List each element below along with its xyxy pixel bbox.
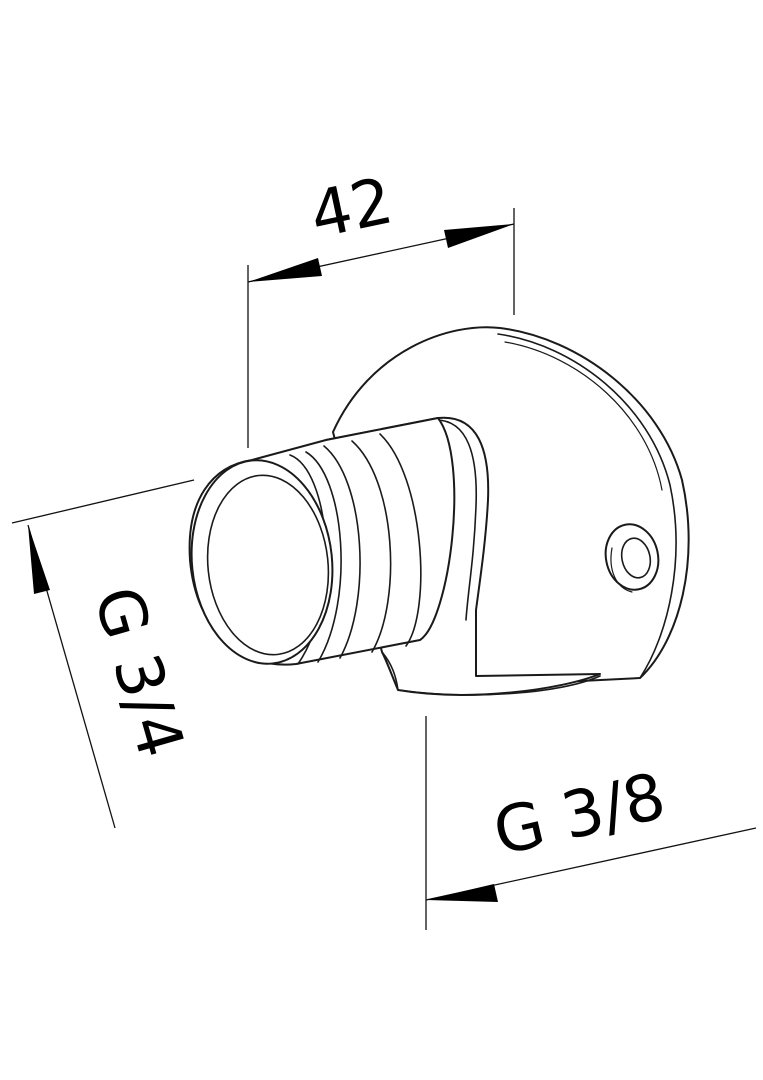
- elbow-base-edge: [397, 675, 601, 696]
- elbow-ridge: [435, 419, 478, 621]
- arrowhead-width-right: [444, 224, 514, 248]
- extension-line-outlet: [11, 479, 195, 524]
- outlet-nozzle: [188, 417, 456, 666]
- outlet-thread-label: G 3/4: [79, 579, 198, 766]
- mounting-hole: [604, 523, 660, 593]
- mounting-hole-shadow: [610, 547, 633, 593]
- inlet-thread-label: G 3/8: [487, 760, 672, 871]
- flange-rim-inner: [504, 341, 663, 491]
- flange-rim: [497, 333, 677, 679]
- arrowhead-inlet: [426, 884, 498, 902]
- nozzle-rib-4: [351, 440, 392, 653]
- nozzle-opening-outer: [190, 459, 334, 665]
- arrowhead-outlet: [28, 525, 50, 594]
- nozzle-rib-2: [305, 451, 342, 663]
- mounting-hole-outer: [604, 523, 660, 591]
- elbow-lower-edge: [381, 651, 399, 691]
- dimension-width: 42: [247, 164, 515, 448]
- nozzle-rib-5: [379, 433, 422, 647]
- width-label: 42: [304, 164, 399, 253]
- dimension-outlet-thread: G 3/4: [11, 479, 198, 829]
- dimension-inlet-thread: G 3/8: [425, 716, 757, 930]
- mounting-hole-inner: [620, 537, 652, 579]
- nozzle-rib-3: [323, 445, 361, 659]
- nozzle-opening-inner: [206, 474, 330, 656]
- arrowhead-width-left: [248, 258, 322, 282]
